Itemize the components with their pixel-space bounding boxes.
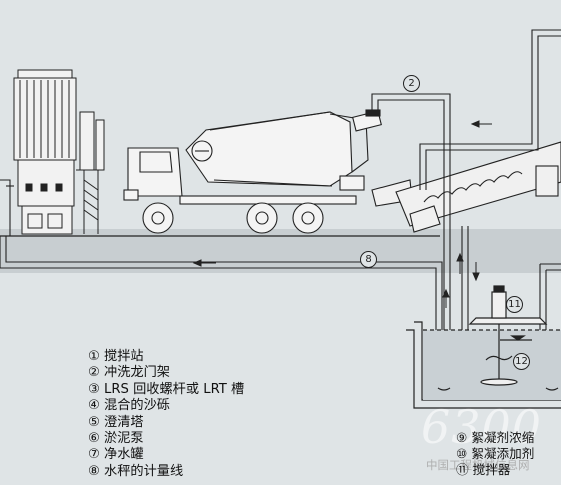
callout-tank: 12 — [513, 353, 530, 370]
legend-item: ⑨ 絮凝剂浓缩 — [456, 430, 534, 446]
legend-number: ⑧ — [88, 463, 100, 479]
legend-text: 净水罐 — [104, 447, 144, 463]
legend-number: ⑩ — [456, 446, 468, 461]
legend-text: 搅拌器 — [472, 462, 511, 477]
batching-plant — [13, 69, 105, 235]
watermark-text: 中国工程机械信息网 — [426, 458, 530, 472]
legend-text: 混合的沙砾 — [104, 398, 170, 414]
legend-item: ⑦ 净水罐 — [88, 447, 244, 463]
legend-text: LRS 回收螺杆或 LRT 槽 — [104, 381, 245, 397]
legend-text: 絮凝添加剂 — [471, 446, 535, 461]
legend-item: ⑥ 淤泥泵 — [88, 431, 244, 447]
legend-text: 冲洗龙门架 — [104, 365, 170, 381]
legend-number: ② — [88, 365, 100, 381]
legend-number: ⑥ — [88, 431, 100, 447]
legend-item: ⑩ 絮凝添加剂 — [456, 446, 534, 462]
legend-text: 絮凝剂浓缩 — [471, 430, 535, 445]
legend-number: ⑨ — [456, 430, 468, 445]
callout-water-line: 8 — [360, 251, 377, 268]
mixer-truck — [123, 110, 382, 234]
legend-number: ④ — [88, 398, 100, 414]
legend-text: 搅拌站 — [104, 349, 144, 364]
watermark-logo: 6300 — [421, 400, 543, 454]
piping — [0, 29, 561, 392]
legend-item: ① 搅拌站 — [88, 349, 244, 365]
legend-number: ⑦ — [88, 447, 100, 463]
legend-item: ③ LRS 回收螺杆或 LRT 槽 — [88, 382, 244, 398]
legend-item: ② 冲洗龙门架 — [88, 365, 244, 381]
flow-arrows — [192, 120, 492, 308]
legend-text: 水秤的计量线 — [104, 463, 184, 479]
clarifier-tank — [406, 285, 561, 409]
callout-gantry: 2 — [403, 75, 420, 92]
legend-text: 淤泥泵 — [104, 431, 144, 447]
legend-item: ⑤ 澄清塔 — [88, 415, 244, 431]
legend-text: 澄清塔 — [104, 414, 144, 430]
legend-item: ⑧ 水秤的计量线 — [88, 464, 244, 480]
lrs-screw-conveyor — [371, 141, 561, 233]
legend-number: ⑤ — [88, 414, 100, 430]
legend-number: ① — [88, 349, 100, 364]
callout-mixer: 11 — [506, 296, 523, 313]
legend-number: ③ — [88, 381, 100, 397]
legend-number: ⑪ — [456, 462, 469, 477]
legend: ① 搅拌站 ② 冲洗龙门架 ③ LRS 回收螺杆或 LRT 槽 ④ 混合的沙砾 … — [88, 349, 244, 480]
legend-secondary: ⑨ 絮凝剂浓缩 ⑩ 絮凝添加剂 ⑪ 搅拌器 — [456, 430, 534, 478]
legend-item: ④ 混合的沙砾 — [88, 398, 244, 414]
legend-item: ⑪ 搅拌器 — [456, 462, 534, 478]
